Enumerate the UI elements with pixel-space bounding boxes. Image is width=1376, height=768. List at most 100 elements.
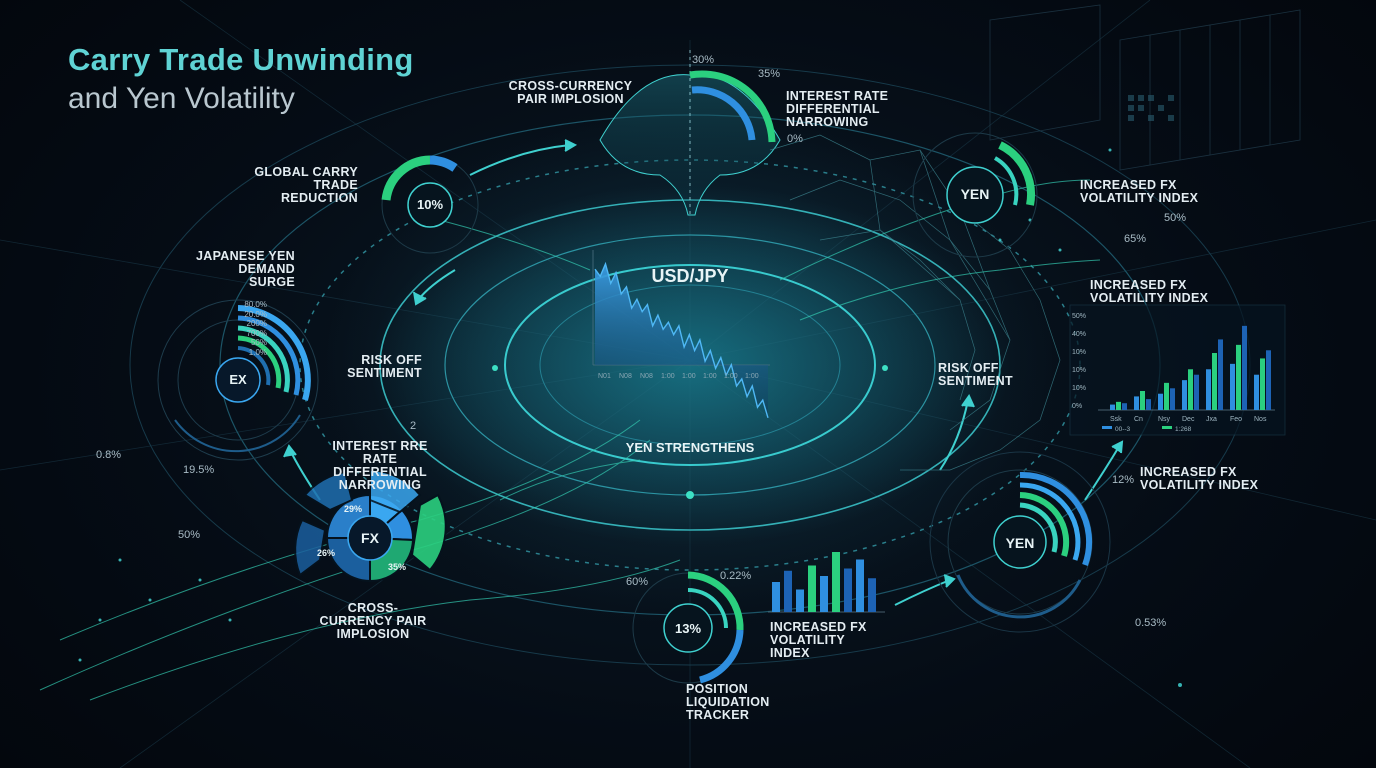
value-12: 12% [1112, 474, 1135, 486]
right-chart-legend-swatch [1102, 426, 1112, 429]
left-scale-tick: 1.0% [248, 347, 267, 357]
right-chart-bar [1212, 353, 1217, 410]
fx-pie-slice-b: 26% [316, 548, 335, 558]
particle-dots [78, 148, 1182, 687]
yen-top-gauge-value: YEN [960, 186, 990, 202]
left-gauge-scale: 80.0%20.0%200%700%50%1.0% [212, 300, 267, 357]
label-risk-off-left: RISK OFF SENTIMENT [347, 353, 422, 381]
value-2: 2 [410, 420, 417, 432]
label-global-carry: GLOBAL CARRY TRADE REDUCTION [254, 165, 358, 206]
yen-top-gauge [912, 132, 1038, 258]
label-fx-vol-bottom: INCREASED FX VOLATILITY INDEX [770, 620, 867, 661]
usdjpy-x-tick: 1:00 [703, 373, 717, 380]
label-cross-currency-left: CROSS-CURRENCY PAIR IMPLOSION [319, 601, 427, 642]
right-chart-y-tick: 10% [1072, 349, 1086, 356]
right-chart-bar [1110, 404, 1115, 410]
right-chart-bar [1230, 363, 1235, 410]
right-bar-chart-frame [1069, 304, 1286, 436]
bottom-gauge [632, 571, 744, 684]
label-interest-rate-top: INTEREST RATE DIFFERENTIAL NARROWING [786, 89, 889, 130]
right-chart-x-tick: Nos [1254, 416, 1267, 423]
usdjpy-x-tick: 1:00 [682, 373, 696, 380]
right-chart-x-tick: Feo [1230, 416, 1242, 423]
funnel-shape [599, 50, 781, 216]
right-chart-bar [1242, 325, 1247, 410]
right-chart-x-tick: Cn [1134, 416, 1143, 423]
right-chart-bar [1194, 374, 1199, 410]
yen-bottom-gauge [929, 451, 1111, 633]
bottom-chart-bar [868, 578, 876, 612]
value-65-right: 65% [1124, 233, 1147, 245]
usdjpy-line [594, 261, 769, 419]
label-risk-off-right: RISK OFF SENTIMENT [938, 361, 1013, 389]
right-chart-bar [1170, 388, 1175, 410]
right-chart-x-tick: Ssk [1110, 416, 1122, 423]
yen-strengthens-label: YEN STRENGTHENS [625, 440, 755, 455]
fx-pie-slice-c: 35% [387, 562, 406, 572]
page-title: Carry Trade Unwinding [68, 42, 414, 77]
usdjpy-label: USD/JPY [651, 266, 729, 286]
usdjpy-x-tick: N01 [598, 373, 611, 380]
right-chart-y-tick: 0% [1072, 403, 1082, 410]
right-chart-bar [1146, 399, 1151, 410]
label-position-liquidation: POSITION LIQUIDATION TRACKER [686, 682, 770, 723]
right-chart-x-tick: Dec [1182, 416, 1195, 423]
right-chart-x-tick: Nsy [1158, 416, 1171, 423]
flow-arrows [283, 139, 1124, 606]
bottom-bar-chart [772, 552, 876, 612]
left-fx-gauge [157, 299, 319, 461]
label-interest-rate-left: INTEREST RRE RATE DIFFERENTIAL NARROWING [332, 439, 428, 493]
usdjpy-x-tick: N08 [619, 373, 632, 380]
right-chart-bar [1260, 358, 1265, 410]
right-chart-bar [1206, 369, 1211, 410]
right-chart-bar [1218, 339, 1223, 410]
yen-bottom-gauge-value: YEN [1005, 535, 1035, 551]
right-chart-bar [1122, 403, 1127, 410]
bottom-chart-bar [844, 568, 852, 612]
left-scale-tick: 80.0% [244, 300, 267, 309]
bottom-gauge-value: 13% [674, 621, 702, 636]
right-chart-legend-label: 00--3 [1115, 426, 1131, 433]
right-chart-x-tick: Jxa [1206, 416, 1217, 423]
right-chart-bar [1134, 396, 1139, 410]
right-chart-bar [1182, 380, 1187, 410]
right-chart-bar [1116, 401, 1121, 410]
right-chart-y-tick: 10% [1072, 367, 1086, 374]
value-0-8: 0.8% [96, 449, 122, 461]
value-0-22: 0.22% [720, 570, 752, 582]
right-chart-y-tick: 10% [1072, 385, 1086, 392]
bottom-chart-bar [832, 552, 840, 612]
bottom-chart-bar [772, 582, 780, 612]
panel-cells [1128, 95, 1174, 121]
left-scale-tick: 700% [246, 328, 267, 338]
value-50-right: 50% [1164, 212, 1187, 224]
bottom-chart-bar [784, 570, 792, 612]
left-scale-tick: 50% [250, 338, 267, 347]
bottom-chart-bar [856, 559, 864, 612]
value-50-left: 50% [178, 529, 201, 541]
bottom-chart-bar [820, 576, 828, 612]
label-japanese-yen: JAPANESE YEN DEMAND SURGE [195, 249, 295, 290]
fx-pie [294, 468, 447, 583]
left-scale-tick: 200% [246, 319, 267, 328]
right-chart-legend-label: 1:268 [1175, 426, 1192, 433]
usdjpy-x-tick: 1:00 [661, 373, 675, 380]
right-chart-legend-swatch [1162, 426, 1172, 429]
label-cross-currency-top: CROSS-CURRENCY PAIR IMPLOSION [508, 79, 633, 107]
global-carry-gauge-value: 10% [416, 197, 444, 212]
left-fx-gauge-value: EX [229, 372, 247, 387]
fx-pie-center: FX [361, 530, 379, 546]
bottom-chart-bar [796, 589, 804, 612]
right-chart-bar [1158, 393, 1163, 410]
right-chart-y-tick: 40% [1072, 331, 1086, 338]
terrain-mesh [769, 134, 1061, 471]
bottom-chart-bar [808, 565, 816, 612]
value-19-5: 19.5% [183, 464, 215, 476]
value-top-30: 30% [692, 54, 715, 66]
right-chart-bar [1188, 369, 1193, 410]
label-fx-vol-mid-right: INCREASED FX VOLATILITY INDEX [1090, 278, 1209, 306]
right-chart-bar [1266, 350, 1271, 410]
value-top-0: 0% [787, 133, 803, 145]
